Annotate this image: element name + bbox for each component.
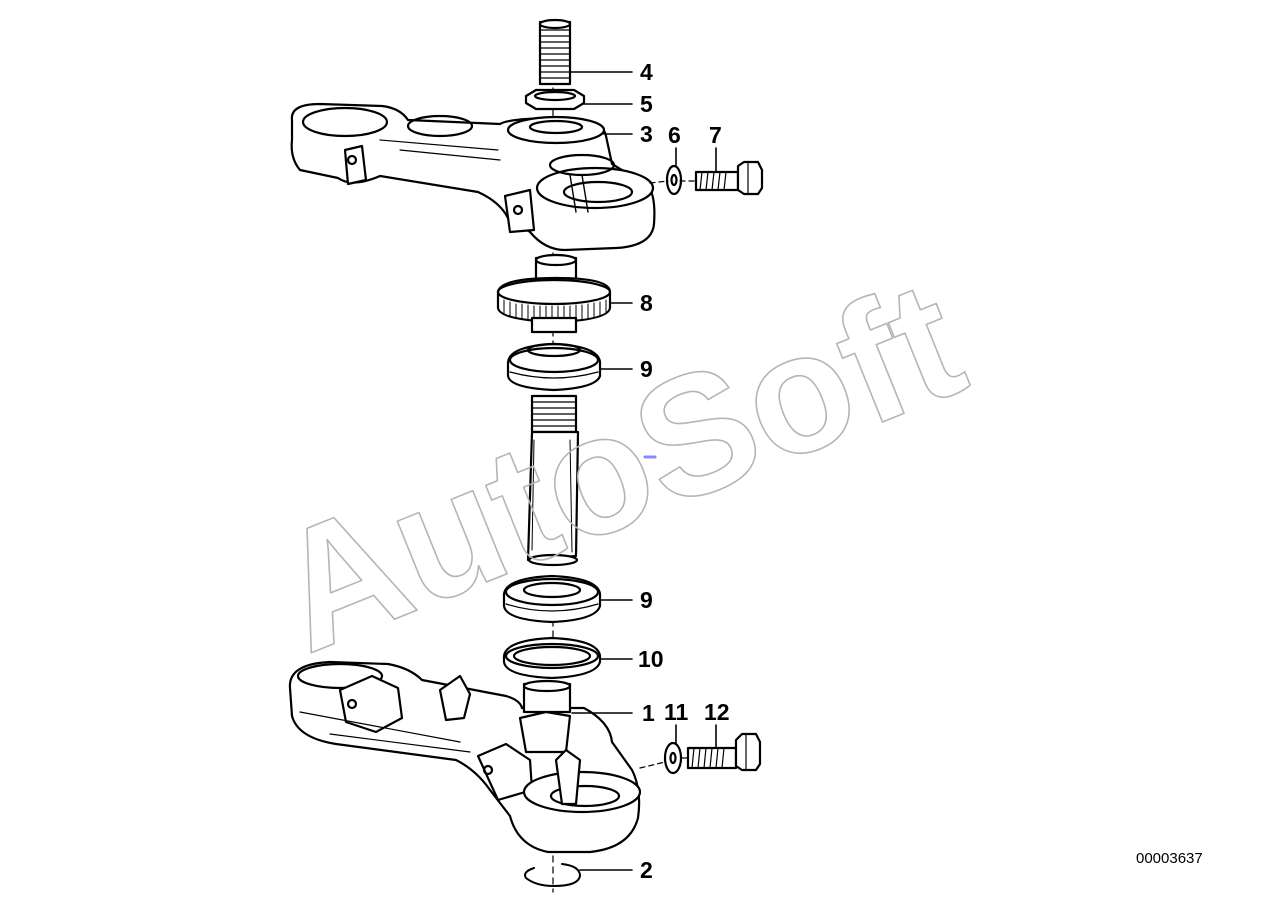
callout-3: 3 bbox=[640, 121, 653, 147]
watermark-text: AutoSoft bbox=[250, 244, 986, 689]
callout-11: 11 bbox=[664, 699, 689, 725]
leader-lines bbox=[569, 71, 717, 871]
part-2-circlip bbox=[524, 863, 581, 887]
callout-6: 6 bbox=[668, 122, 681, 148]
steering-stem bbox=[526, 394, 580, 567]
part-11-washer bbox=[663, 741, 683, 775]
callout-4: 4 bbox=[640, 59, 653, 85]
callout-1: 1 bbox=[642, 700, 655, 726]
callout-8: 8 bbox=[640, 290, 653, 316]
bolt-axes bbox=[639, 180, 697, 769]
part-5-nut bbox=[524, 88, 586, 111]
callout-10: 10 bbox=[638, 646, 664, 672]
part-12-bolt bbox=[686, 732, 762, 772]
part-4-threaded-stud bbox=[538, 18, 572, 86]
part-3-upper-triple-clamp bbox=[290, 102, 656, 252]
callout-9-lower: 9 bbox=[640, 587, 653, 613]
part-1-lower-triple-clamp bbox=[288, 660, 642, 854]
watermark: AutoSoft bbox=[249, 243, 987, 690]
callout-2: 2 bbox=[640, 857, 653, 883]
part-6-washer bbox=[665, 164, 683, 196]
callout-5: 5 bbox=[640, 91, 653, 117]
part-7-bolt bbox=[694, 160, 764, 196]
document-number: 00003637 bbox=[1136, 850, 1203, 867]
part-9-lower-bearing bbox=[502, 574, 602, 624]
callout-9-upper: 9 bbox=[640, 356, 653, 382]
part-8-adjusting-ring bbox=[496, 253, 612, 334]
part-9-upper-bearing bbox=[506, 342, 602, 392]
callout-7: 7 bbox=[709, 122, 722, 148]
part-10-seal-ring bbox=[502, 636, 602, 680]
callout-12: 12 bbox=[704, 699, 730, 725]
